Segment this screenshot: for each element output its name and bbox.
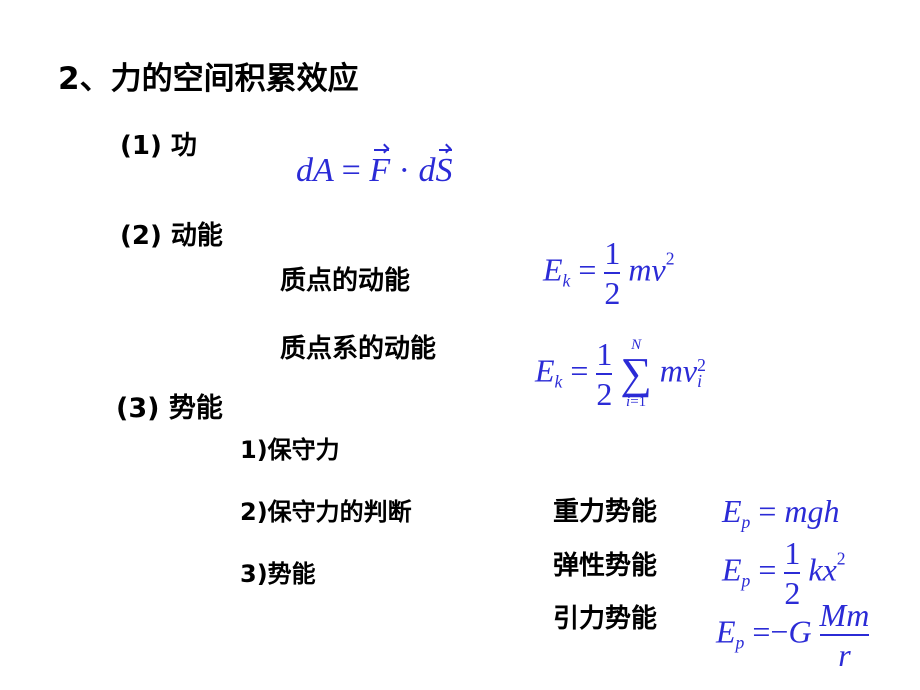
gravitational-potential-label: 引力势能 — [553, 604, 658, 634]
potential-energy-label: (3) 势能 — [116, 393, 223, 424]
conservative-test-item: 2)保守力的判断 — [240, 498, 412, 526]
gravity-potential-formula: Ep = mgh — [722, 493, 840, 533]
section-title: 2、力的空间积累效应 — [58, 61, 359, 97]
kinetic-energy-label: (2) 动能 — [120, 221, 223, 251]
work-label: (1) 功 — [120, 131, 197, 161]
conservative-force-item: 1)保守力 — [240, 436, 340, 464]
elastic-potential-label: 弹性势能 — [553, 551, 658, 581]
gravity-potential-label: 重力势能 — [553, 497, 658, 527]
work-formula: dA = F · dS — [296, 149, 453, 189]
potential-energy-item: 3)势能 — [240, 560, 316, 588]
particle-kinetic-label: 质点的动能 — [280, 266, 411, 296]
system-kinetic-label: 质点系的动能 — [280, 334, 437, 364]
